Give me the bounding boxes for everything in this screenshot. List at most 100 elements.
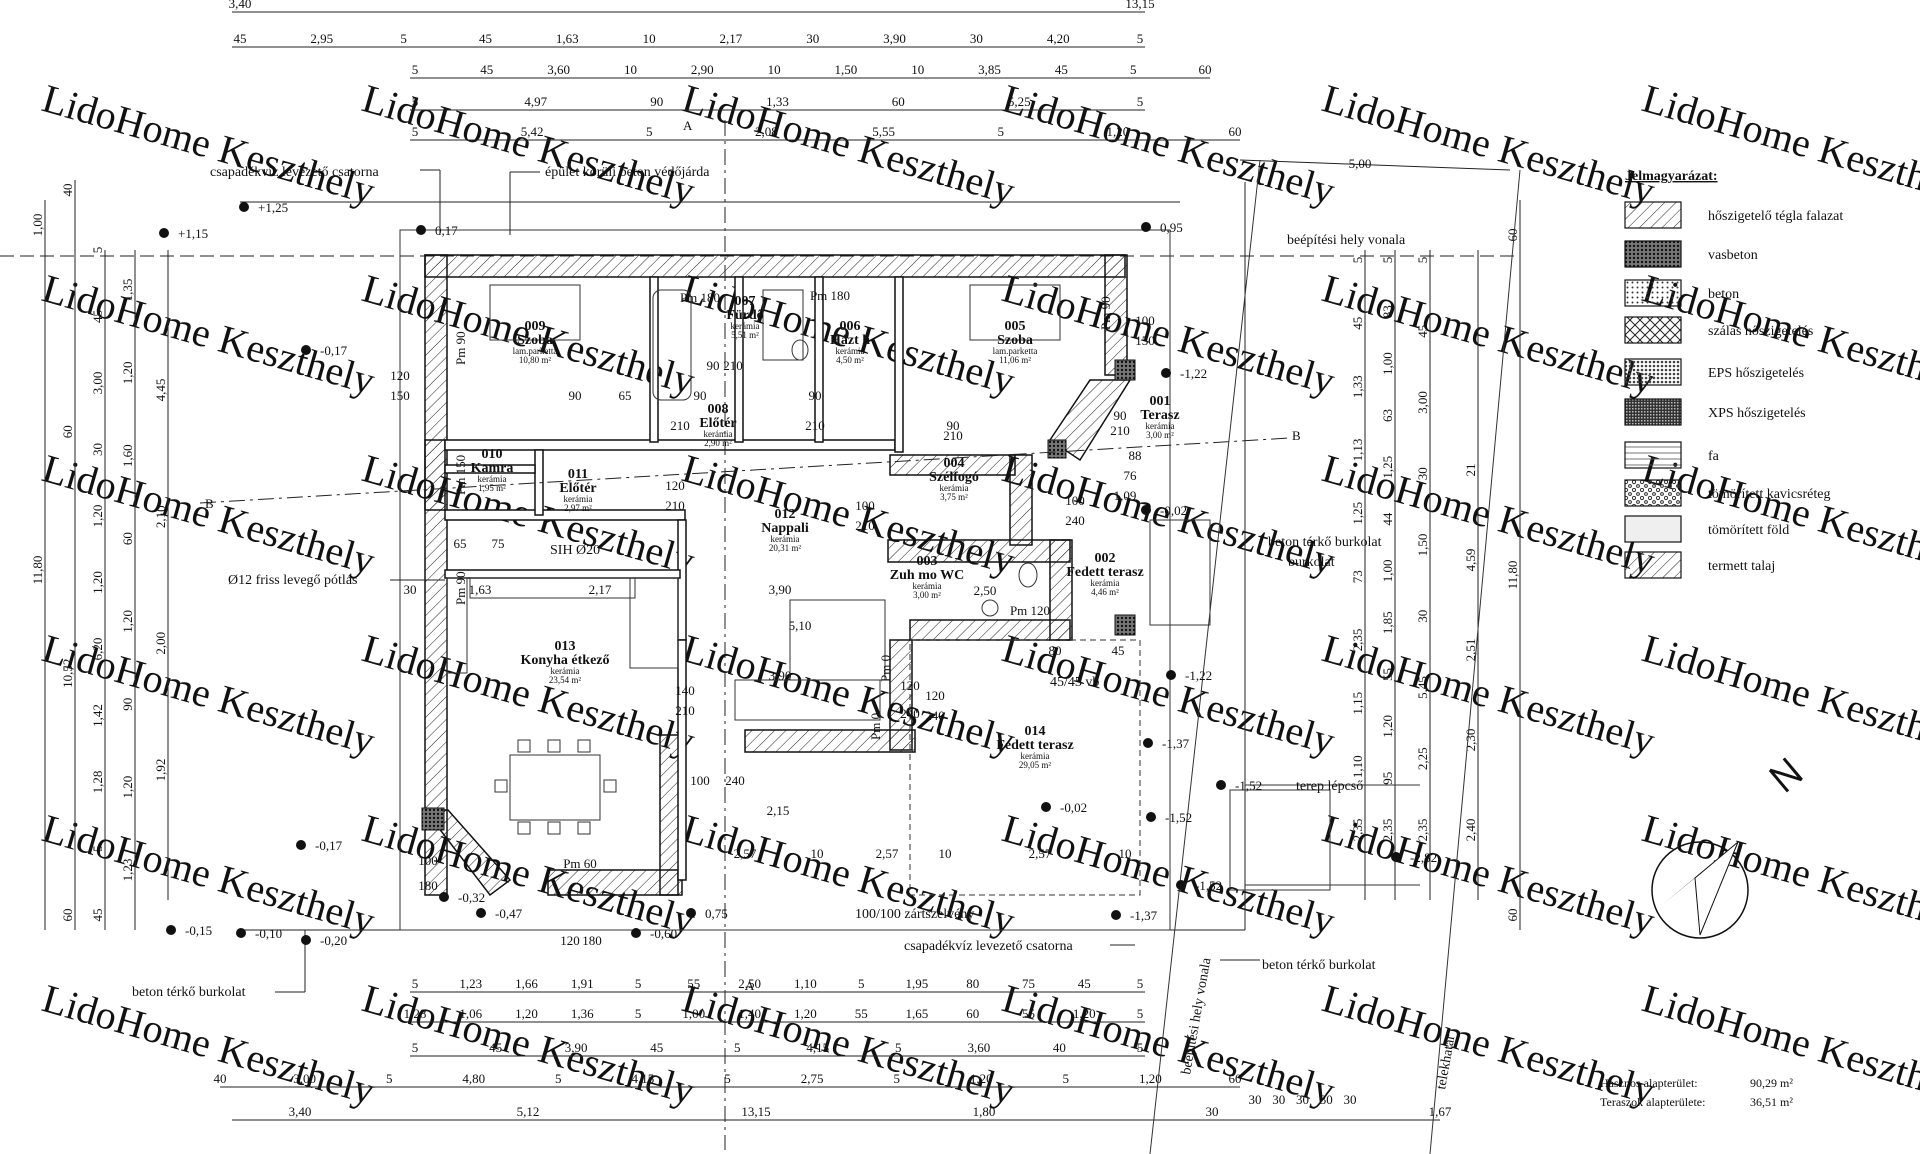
usable-area-value: 90,29 m²	[1750, 1076, 1793, 1090]
dimension-label: 45	[1415, 325, 1430, 338]
room-finish: kerámia	[836, 346, 865, 356]
dimension-label: 1,33	[766, 94, 789, 109]
room-name: Szoba	[517, 333, 553, 348]
dimension-label: 2,35	[1350, 629, 1365, 652]
room-area: 3,75 m²	[940, 492, 968, 502]
dimension-label: 3,90	[565, 1040, 588, 1055]
dimension-label: 5	[400, 31, 407, 46]
watermark-text: LidoHome Keszthely	[38, 445, 380, 583]
dimension-label: 40	[60, 184, 75, 197]
inner-dimension: 120	[925, 688, 945, 703]
dimension-label: 60	[966, 1006, 979, 1021]
room-name: Szélfogó	[929, 470, 979, 485]
dimension-label: 2,75	[801, 1071, 824, 1086]
dimension-label: 2,17	[720, 31, 743, 46]
dimension-label: 5	[635, 1006, 642, 1021]
level-value: -0,47	[495, 906, 523, 921]
level-value: -1,52	[1235, 778, 1262, 793]
level-value: +1,15	[178, 226, 208, 241]
room-area: 3,00 m²	[913, 590, 941, 600]
level-marker-icon	[1166, 670, 1176, 680]
inner-dimension: 210	[943, 428, 963, 443]
inner-dimension: 120	[390, 368, 410, 383]
dimension-label: 30	[1344, 1092, 1357, 1107]
dimension-label: 1,95	[906, 976, 929, 991]
room-name: Házt h	[830, 333, 870, 348]
dimension-label: 1,25	[1380, 456, 1395, 479]
room-area: 2,97 m²	[564, 503, 592, 513]
inner-dimension: 90	[707, 358, 720, 373]
dimension-label: 5	[412, 1040, 419, 1055]
inner-dimension: 180	[418, 878, 438, 893]
watermark-text: LidoHome Keszthely	[998, 975, 1340, 1113]
level-value: -0,02	[1060, 800, 1087, 815]
dimension-label: 1,20	[120, 610, 135, 633]
note-paving-left: beton térkő burkolat	[132, 985, 246, 1000]
dimension-label: 1,36	[571, 1006, 594, 1021]
dimension-label: 1,28	[90, 771, 105, 794]
legend-swatch	[1624, 398, 1682, 426]
inner-dimension: 45	[1112, 643, 1125, 658]
dimension-label: 30	[1206, 1104, 1219, 1119]
dimension-label: 1,60	[120, 444, 135, 467]
dimension-label: 45	[90, 310, 105, 323]
dimension-label: 30	[90, 443, 105, 456]
dimension-label: 2,08	[755, 124, 778, 139]
dimension-label: 2,90	[691, 62, 714, 77]
watermark-text: LidoHome Keszthely	[1318, 805, 1660, 943]
dimension-label: 1,65	[906, 1006, 929, 1021]
dimension-label: 1,50	[1415, 534, 1430, 557]
level-marker-icon	[1111, 910, 1121, 920]
dimension-label: 60	[60, 909, 75, 922]
room-area: 2,90 m²	[704, 438, 732, 448]
dimension-label: 13,15	[1125, 0, 1154, 11]
room-area: 20,31 m²	[769, 543, 802, 553]
section-mark: A	[745, 978, 755, 993]
room-id: 006	[840, 319, 861, 334]
dimension-label: 5	[646, 124, 653, 139]
dimension-label: 1,00	[1380, 352, 1395, 375]
dimension-label: 1,10	[794, 976, 817, 991]
dimension-label: 5	[386, 1071, 393, 1086]
level-value: +1,25	[258, 200, 288, 215]
inner-dimension: 65	[454, 536, 467, 551]
dimension-label: 5	[1137, 31, 1144, 46]
room-id: 014	[1025, 724, 1046, 739]
dimension-label: 60	[892, 94, 905, 109]
room-name: Szoba	[997, 333, 1033, 348]
dimension-label: 45	[650, 1040, 663, 1055]
room-name: Fedett terasz	[1066, 565, 1143, 580]
level-marker-icon	[296, 840, 306, 850]
dimension-label: 5	[1130, 62, 1137, 77]
level-value: 0,95	[1160, 220, 1183, 235]
level-value: -1,37	[1162, 736, 1190, 751]
dimension-label: 5	[1137, 976, 1144, 991]
room-area: 4,50 m²	[836, 355, 864, 365]
inner-dimension: 2,57	[876, 846, 899, 861]
room-id: 003	[917, 554, 938, 569]
dimension-label: 60	[1199, 62, 1212, 77]
dimension-label: 3,60	[968, 1040, 991, 1055]
dimension-label: 3,90	[883, 31, 906, 46]
inner-dimension: 210	[670, 418, 690, 433]
watermark-text: LidoHome Keszthely	[998, 75, 1340, 213]
dimension-label: 2,51	[1463, 639, 1478, 662]
note-paving-right: beton térkő burkolat	[1268, 535, 1382, 550]
room-name: Zuh mo WC	[890, 568, 964, 583]
level-value: -0,15	[185, 923, 212, 938]
dimension-label: 3,00	[293, 1071, 316, 1086]
dimension-label: 5,25	[1008, 94, 1031, 109]
dimension-label: 1,35	[120, 279, 135, 302]
watermark-text: LidoHome Keszthely	[998, 265, 1340, 403]
inner-dimension: 90	[809, 388, 822, 403]
dimension-label: 5	[555, 1071, 562, 1086]
dimension-label: 5	[90, 845, 105, 852]
dimension-label: 3,40	[289, 1104, 312, 1119]
dimension-label: 55	[855, 1006, 868, 1021]
dimension-label: 5,42	[521, 124, 544, 139]
